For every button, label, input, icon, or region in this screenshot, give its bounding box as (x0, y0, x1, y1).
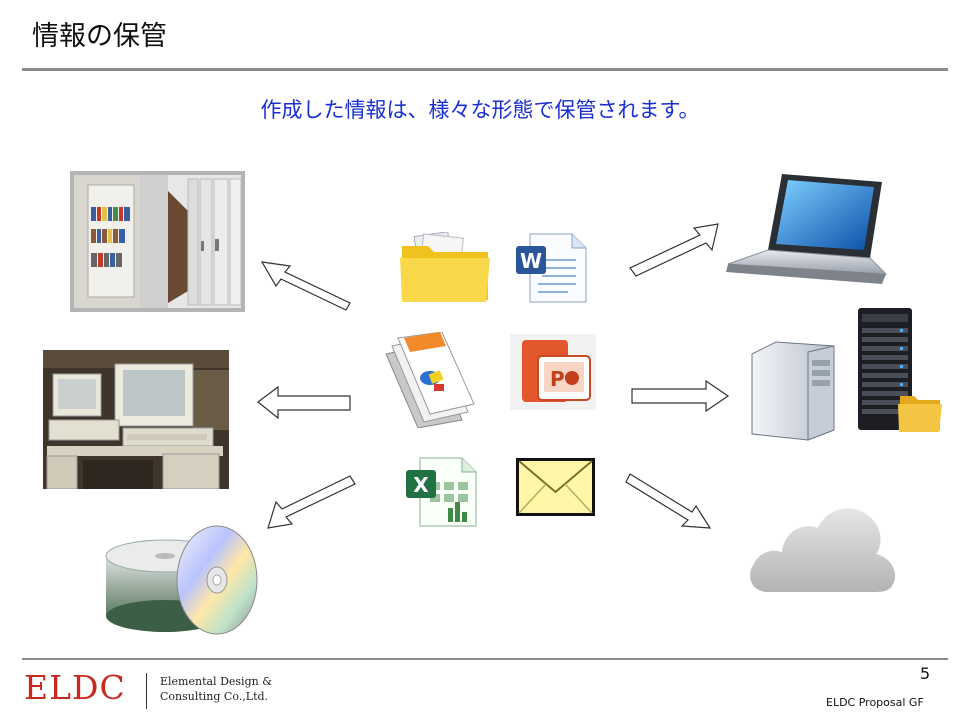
arrow-to-computers-icon (256, 384, 354, 420)
slide-subtitle: 作成した情報は、様々な形態で保管されます。 (260, 98, 700, 122)
archive-shelves-photo (70, 171, 245, 312)
svg-text:P: P (550, 367, 565, 391)
powerpoint-icon: P (510, 334, 596, 410)
svg-text:W: W (520, 249, 542, 273)
logo-separator (146, 673, 147, 709)
laptop-icon (722, 170, 888, 292)
office-computers-photo (43, 350, 229, 489)
arrow-to-laptop-icon (626, 220, 722, 280)
arrow-to-cloud-icon (624, 470, 714, 532)
slide-title: 情報の保管 (32, 21, 167, 52)
cd-dvd-stack-icon (102, 520, 262, 635)
svg-text:X: X (413, 473, 429, 497)
arrow-to-cd-icon (264, 472, 358, 532)
server-tower-icon (748, 306, 944, 442)
title-divider (22, 68, 948, 71)
footer-label: ELDC Proposal GF (826, 696, 924, 709)
footer-divider (22, 658, 948, 660)
arrow-to-server-icon (630, 378, 730, 414)
folder-icon (398, 232, 494, 304)
company-name: Elemental Design & Consulting Co.,Ltd. (160, 674, 272, 704)
cloud-icon (744, 492, 900, 594)
excel-icon: X (404, 456, 480, 528)
arrow-to-archive-icon (258, 258, 354, 314)
word-document-icon: W (514, 232, 590, 304)
company-name-line1: Elemental Design & (160, 675, 272, 688)
document-stack-icon (384, 332, 480, 428)
company-name-line2: Consulting Co.,Ltd. (160, 690, 269, 703)
envelope-icon (516, 458, 595, 516)
eldc-logo: ELDC (24, 668, 126, 707)
page-number: 5 (920, 664, 931, 683)
